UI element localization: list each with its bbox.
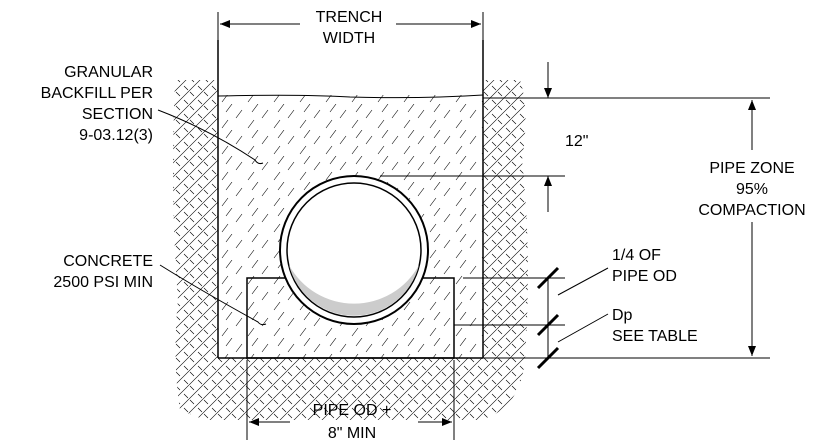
label-pipe-od-1: PIPE OD + bbox=[313, 402, 392, 419]
label-dp-2: SEE TABLE bbox=[612, 328, 698, 345]
label-backfill-2: BACKFILL PER bbox=[41, 85, 153, 102]
label-pipe-zone-3: COMPACTION bbox=[698, 202, 805, 219]
right-dimensions bbox=[380, 62, 770, 370]
label-backfill-3: SECTION bbox=[82, 106, 153, 123]
label-trench-1: TRENCH bbox=[316, 9, 383, 26]
pipe bbox=[279, 175, 429, 325]
label-pipe-zone-1: PIPE ZONE bbox=[709, 160, 794, 177]
leaders bbox=[157, 109, 609, 343]
label-backfill-4: 9-03.12(3) bbox=[79, 127, 153, 144]
label-cover: 12" bbox=[565, 133, 588, 150]
pipe-od-dimension bbox=[246, 360, 455, 440]
label-trench-2: WIDTH bbox=[323, 30, 375, 47]
label-quarter-od-1: 1/4 OF bbox=[612, 247, 661, 264]
label-pipe-zone-2: 95% bbox=[736, 181, 768, 198]
backfill-top-line bbox=[217, 94, 484, 99]
label-backfill-1: GRANULAR bbox=[64, 64, 153, 81]
label-concrete-2: 2500 PSI MIN bbox=[53, 274, 153, 291]
label-dp-1: Dp bbox=[612, 307, 633, 324]
label-pipe-od-2: 8" MIN bbox=[328, 425, 376, 442]
native-soil-hatch bbox=[173, 80, 528, 420]
label-concrete-1: CONCRETE bbox=[63, 253, 153, 270]
trench-width-dimension bbox=[217, 12, 484, 60]
label-quarter-od-2: PIPE OD bbox=[612, 268, 677, 285]
